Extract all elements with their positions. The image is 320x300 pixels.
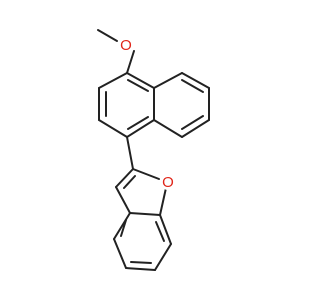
bond-c2-c1 (98, 119, 128, 138)
bond-layer (97, 29, 210, 271)
bond-c1-c8a (126, 119, 155, 138)
atom-label-o-methoxy: O (120, 37, 132, 54)
bond-o-c4 (126, 50, 135, 74)
bond-benz-c6-c7 (154, 243, 172, 271)
bond-benz-c3a-c4-double (120, 219, 127, 237)
bond-furan-o-c7a (159, 187, 167, 216)
bond-furan-c2-o (132, 168, 160, 180)
bond-benz-c4-c5 (113, 238, 127, 269)
bond-c4a-c4 (126, 72, 155, 89)
bond-benz-c7-c7a-double (155, 221, 165, 242)
bond-benz-c5-c6 (125, 267, 156, 271)
oxygen-atom-furan: O (160, 174, 176, 191)
bond-furan-c3-c2 (115, 168, 134, 188)
bond-benz-c7-c7a (159, 214, 172, 245)
bond-benz-c5-c6-double (130, 261, 152, 264)
bond-c8-c8a (153, 119, 183, 138)
bond-c7-c8 (181, 119, 210, 138)
atom-label-o-furan: O (162, 174, 174, 191)
bond-c4a-c5 (153, 72, 183, 89)
molecule-structure-diagram: O O (97, 29, 210, 271)
bond-c1-c8a-double (127, 116, 149, 130)
bond-benz-c3a-c4 (113, 212, 131, 240)
bond-c4a-c4-double (127, 79, 149, 92)
bond-c1-c2-furan (126, 136, 134, 170)
bond-c7-c8-double (181, 115, 204, 130)
bond-furan-c3a-c3 (115, 186, 131, 214)
bond-furan-c3-c2-double (123, 175, 136, 189)
bond-c5-c6-double (181, 79, 204, 93)
oxygen-atom-methoxy: O (118, 37, 134, 54)
bond-c5-c6 (181, 72, 210, 89)
bond-furan-c7a-c3a (129, 212, 161, 216)
bond-c4-c3 (98, 72, 128, 89)
atom-label-layer: O O (118, 37, 176, 191)
bond-methyl-o (97, 29, 118, 42)
